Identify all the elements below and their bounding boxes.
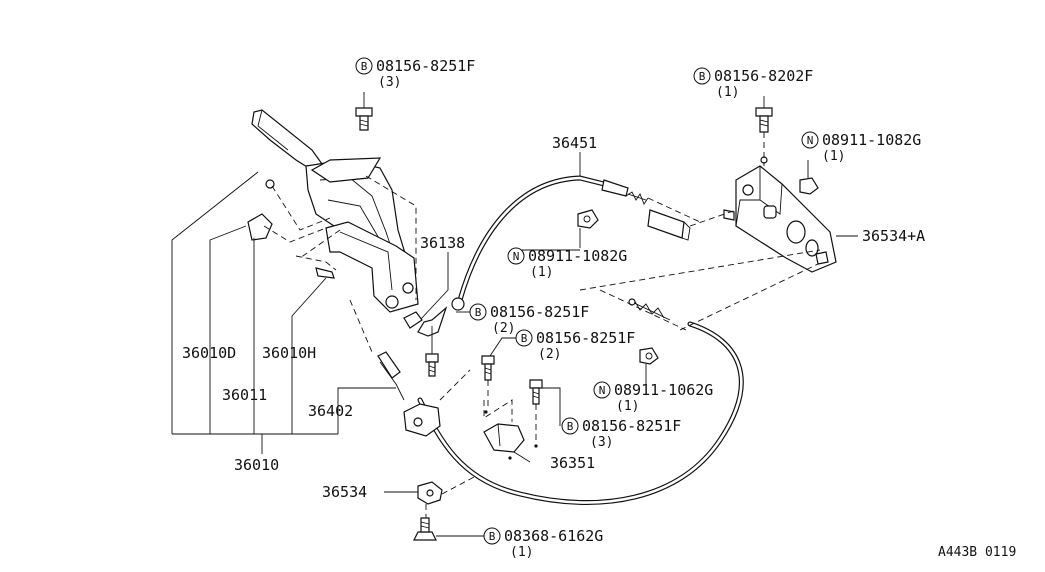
callout-08911-1082g-mid: N 08911-1082G (1) — [507, 247, 627, 280]
part-number: 08911-1082G — [528, 247, 627, 265]
quantity: (1) — [822, 149, 845, 164]
callout-08368-6162g: B 08368-6162G (1) — [483, 527, 603, 560]
callout-08156-8251f-a: B 08156-8251F (2) — [469, 303, 589, 336]
callout-08156-8251f-c: B 08156-8251F (3) — [561, 417, 681, 450]
front-cable-36451 — [417, 175, 701, 337]
quantity: (2) — [492, 321, 515, 336]
callout-08911-1062g: N 08911-1062G (1) — [593, 381, 713, 414]
label-36351: 36351 — [550, 454, 595, 472]
bolt-marker-b: B — [361, 60, 368, 73]
label-36010: 36010 — [234, 456, 279, 474]
label-36010h: 36010H — [262, 344, 316, 362]
label-36534: 36534 — [322, 483, 367, 501]
part-number: 08911-1082G — [822, 131, 921, 149]
quantity: (1) — [716, 85, 739, 100]
part-number: 08911-1062G — [614, 381, 713, 399]
fastener-callouts: B 08156-8251F (3) B 08156-8202F (1) N 08… — [355, 57, 921, 560]
callout-08156-8251f-b: B 08156-8251F (2) — [515, 329, 635, 362]
bolt-marker-b: B — [489, 530, 496, 543]
bracket-36534-a — [579, 96, 837, 331]
quantity: (3) — [590, 435, 613, 450]
part-number: 08156-8251F — [376, 57, 475, 75]
callout-08156-8251f-top: B 08156-8251F (3) — [355, 57, 475, 90]
callout-08911-1082g-right: N 08911-1082G (1) — [801, 131, 921, 164]
diagram-reference-code: A443B 0119 — [938, 545, 1016, 560]
quantity: (1) — [616, 399, 639, 414]
label-36534-a: 36534+A — [862, 227, 925, 245]
bolt-marker-b: B — [521, 332, 528, 345]
leader-lines — [171, 152, 858, 537]
quantity: (1) — [530, 265, 553, 280]
part-number: 08156-8251F — [582, 417, 681, 435]
center-fastener-parts — [413, 326, 659, 541]
rear-cable — [349, 289, 744, 505]
bolt-top-lever — [355, 92, 373, 131]
part-number: 08156-8251F — [490, 303, 589, 321]
quantity: (3) — [378, 75, 401, 90]
label-36011: 36011 — [222, 386, 267, 404]
quantity: (1) — [510, 545, 533, 560]
nut-marker-n: N — [513, 250, 520, 263]
label-36138: 36138 — [420, 234, 465, 252]
nut-marker-n: N — [807, 134, 814, 147]
label-36010d: 36010D — [182, 344, 236, 362]
part-number-labels: 36451 36138 36534+A 36010D 36010H 36011 … — [182, 134, 925, 501]
label-36402: 36402 — [308, 402, 353, 420]
nut-marker-n: N — [599, 384, 606, 397]
part-number: 08156-8251F — [536, 329, 635, 347]
hand-lever-assembly — [247, 109, 419, 313]
label-36451: 36451 — [552, 134, 597, 152]
part-number: 08368-6162G — [504, 527, 603, 545]
part-number: 08156-8202F — [714, 67, 813, 85]
callout-08156-8202f: B 08156-8202F (1) — [693, 67, 813, 100]
bolt-marker-b: B — [699, 70, 706, 83]
bolt-marker-b: B — [475, 306, 482, 319]
bolt-marker-b: B — [567, 420, 574, 433]
quantity: (2) — [538, 347, 561, 362]
